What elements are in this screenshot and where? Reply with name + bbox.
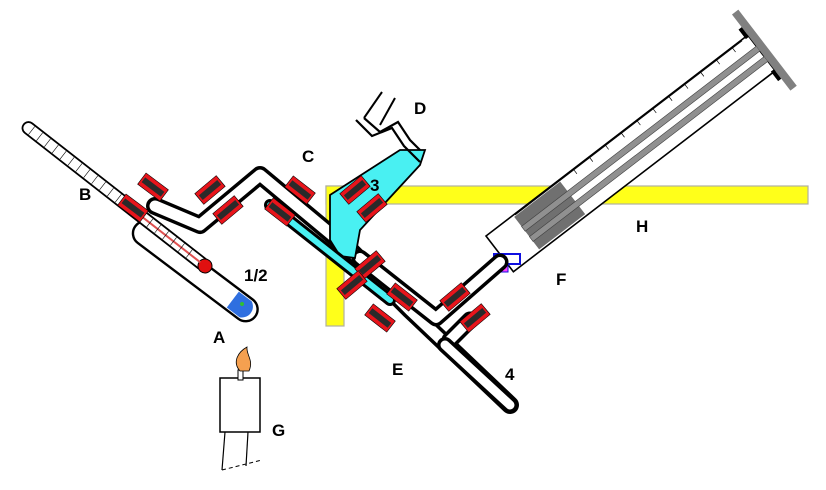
glass-tubing	[146, 166, 519, 414]
label-b: B	[79, 185, 91, 204]
condenser	[329, 91, 427, 260]
burner	[219, 369, 263, 471]
label-d: D	[414, 99, 426, 118]
label-a: A	[213, 328, 225, 347]
label-c: C	[302, 147, 314, 166]
gas-syringe	[484, 9, 797, 273]
boiling-tube	[131, 220, 259, 323]
receiver-tube	[437, 337, 518, 413]
label-f: F	[556, 270, 566, 289]
label-h: H	[636, 217, 648, 236]
label-e: E	[392, 360, 403, 379]
thermometer	[21, 121, 213, 274]
label-1-2: 1/2	[244, 266, 268, 285]
flame-icon	[235, 346, 252, 372]
label-4: 4	[505, 365, 515, 384]
label-3: 3	[370, 176, 379, 195]
label-g: G	[272, 421, 285, 440]
